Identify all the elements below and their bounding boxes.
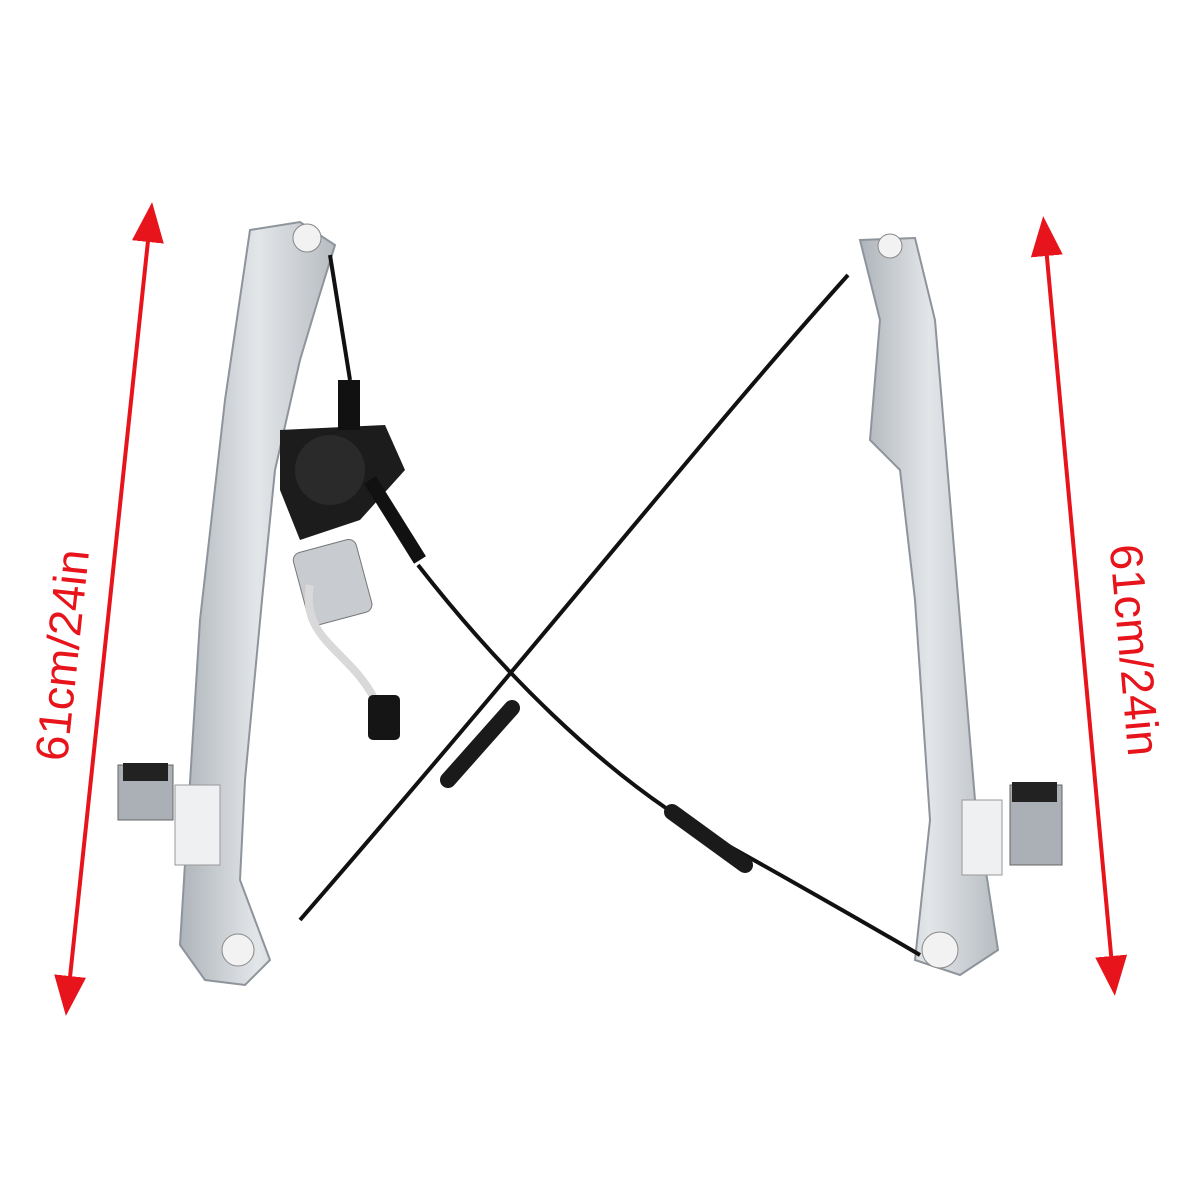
cable-sleeve-left	[440, 700, 520, 788]
cable-sleeve-right	[664, 804, 753, 873]
left-rail	[117, 220, 337, 987]
dimension-arrow-right	[1030, 216, 1128, 996]
cables	[298, 254, 922, 957]
motor-assembly	[280, 380, 426, 740]
dimension-arrow-left	[54, 202, 164, 1016]
right-rail	[858, 233, 1063, 977]
